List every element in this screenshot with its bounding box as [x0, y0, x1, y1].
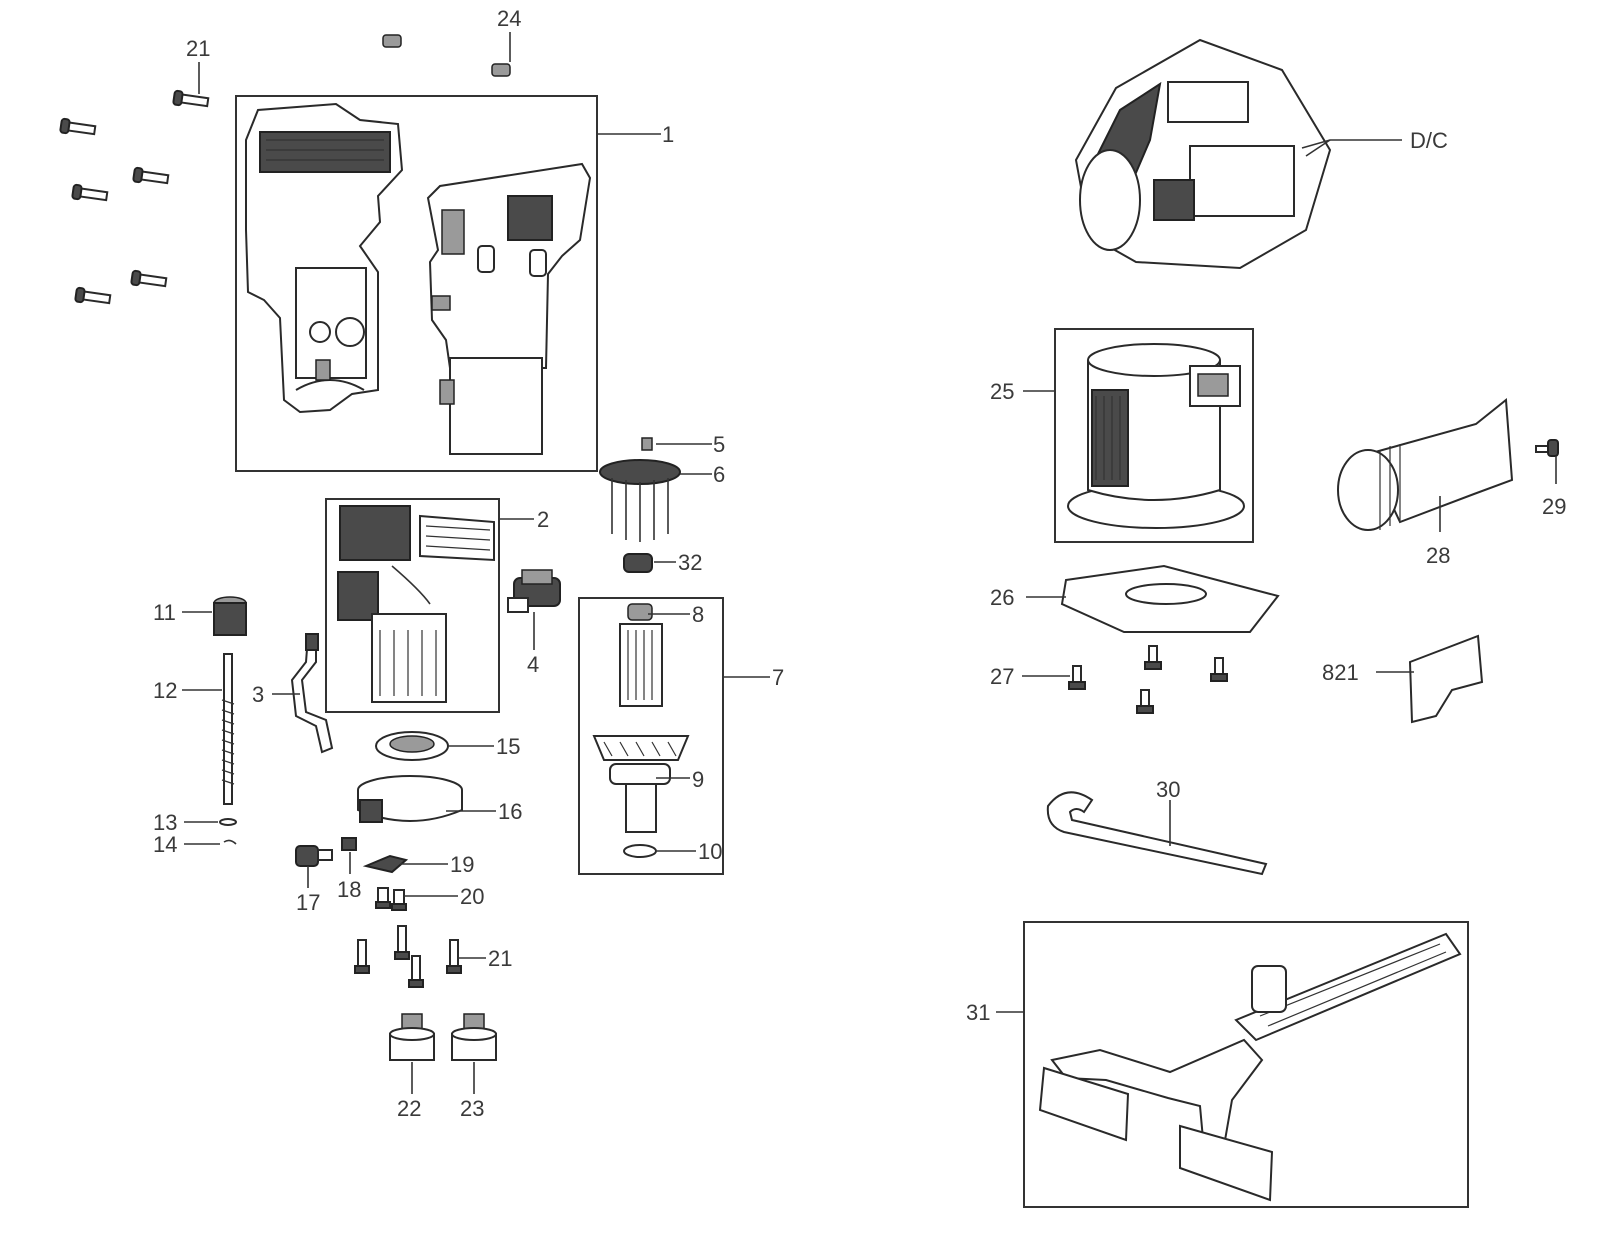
callout-27: 27 — [990, 664, 1014, 689]
base-screws-27 — [1068, 645, 1228, 714]
sleeve-24 — [382, 34, 511, 77]
bearing-15 — [375, 731, 449, 761]
screw-29 — [1535, 439, 1559, 457]
motor-box-2 — [325, 498, 500, 713]
callout-821: 821 — [1322, 660, 1359, 685]
callout-14: 14 — [153, 832, 177, 857]
callout-12: 12 — [153, 678, 177, 703]
lock-knob-17 — [295, 845, 333, 867]
washer-10 — [623, 844, 657, 858]
callout-22: 22 — [397, 1096, 421, 1121]
callout-31: 31 — [966, 1000, 990, 1025]
label-821 — [1408, 634, 1484, 724]
callout-10: 10 — [698, 839, 722, 864]
switch-4 — [507, 569, 561, 613]
screw-5 — [641, 437, 653, 451]
brush-holder-6 — [599, 459, 681, 542]
armature — [592, 603, 690, 833]
callout-8: 8 — [692, 602, 704, 627]
collet-23 — [451, 1013, 497, 1061]
sub-base-26 — [1060, 564, 1280, 633]
callout-17: 17 — [296, 890, 320, 915]
collet-22 — [389, 1013, 435, 1061]
brush-lead-3 — [290, 633, 334, 754]
callout-30: 30 — [1156, 777, 1180, 802]
callout-9: 9 — [692, 767, 704, 792]
callout-24: 24 — [497, 6, 521, 31]
callout-1: 1 — [662, 122, 674, 147]
armature-box-7 — [578, 597, 724, 875]
callout-13: 13 — [153, 810, 177, 835]
threaded-shaft-12 — [221, 653, 235, 805]
dust-port-28 — [1337, 398, 1514, 531]
callout-5: 5 — [713, 432, 725, 457]
ring-13 — [219, 818, 237, 826]
clamp-band-16 — [357, 775, 463, 823]
callout-15: 15 — [496, 734, 520, 759]
base-box-25 — [1054, 328, 1254, 543]
fixed-base — [1067, 343, 1245, 529]
callout-6: 6 — [713, 462, 725, 487]
callout-29: 29 — [1542, 494, 1566, 519]
nut-18 — [341, 837, 357, 851]
callout-32: 32 — [678, 550, 702, 575]
callout-23: 23 — [460, 1096, 484, 1121]
callout-25: 25 — [990, 379, 1014, 404]
housing-box-1 — [235, 95, 598, 472]
callout-28: 28 — [1426, 543, 1450, 568]
motor-assembly — [337, 505, 495, 703]
housing-half-left — [245, 102, 404, 414]
callout-3: 3 — [252, 682, 264, 707]
callout-18: 18 — [337, 877, 361, 902]
knob-11 — [213, 596, 247, 636]
callout-21-top: 21 — [186, 36, 210, 61]
callout-dc: D/C — [1410, 128, 1448, 153]
battery-dc — [1074, 38, 1332, 270]
screws-20 — [375, 887, 407, 911]
callout-11: 11 — [153, 600, 176, 625]
callout-20: 20 — [460, 884, 484, 909]
edge-guide — [1038, 932, 1462, 1202]
callout-26: 26 — [990, 585, 1014, 610]
callout-7: 7 — [772, 665, 784, 690]
callout-2: 2 — [537, 507, 549, 532]
clip-14 — [223, 839, 237, 845]
wrench-30 — [1046, 791, 1268, 876]
callout-19: 19 — [450, 852, 474, 877]
lever-19 — [362, 854, 409, 874]
edge-guide-box-31 — [1023, 921, 1469, 1208]
housing-half-right — [426, 162, 592, 455]
screws-21-lower — [354, 925, 462, 988]
callout-4: 4 — [527, 652, 539, 677]
callout-21-bottom: 21 — [488, 946, 512, 971]
screw-set-21 — [59, 89, 210, 305]
spring-32 — [623, 553, 653, 573]
callout-16: 16 — [498, 799, 522, 824]
